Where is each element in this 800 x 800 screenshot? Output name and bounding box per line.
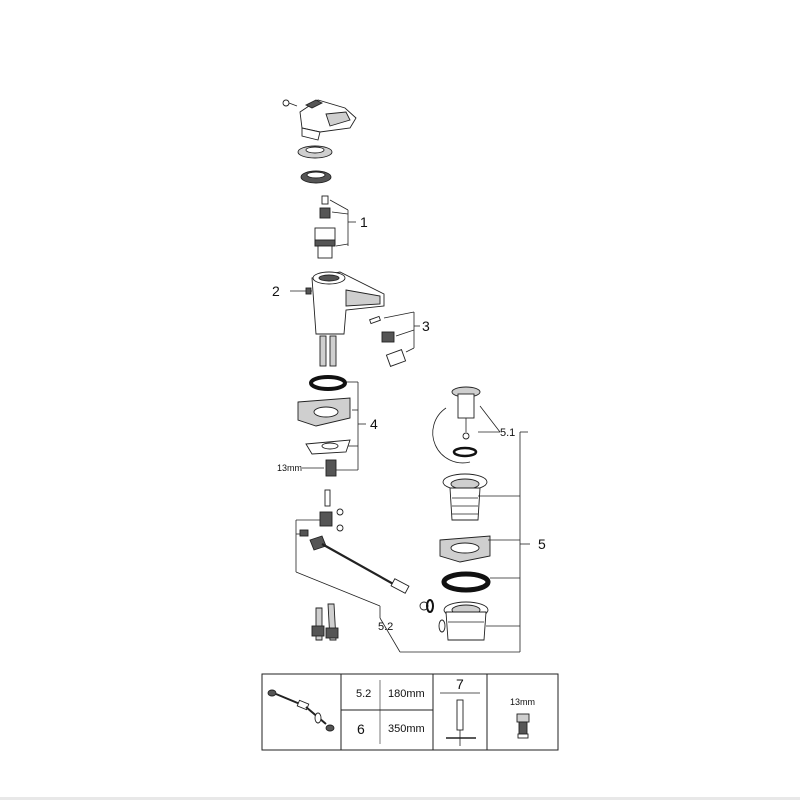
table-row1-label: 5.2 [356, 688, 371, 700]
aerator-set [369, 311, 420, 367]
table-nut-drawing [516, 713, 530, 739]
table-hose-drawing [267, 689, 335, 732]
lever-handle [299, 99, 357, 141]
cover-cap [297, 145, 333, 159]
waste-bracket [379, 431, 530, 653]
wrench-size-label: 13mm [277, 463, 302, 473]
callout-1: 1 [360, 214, 368, 230]
table-row2-value: 350mm [388, 723, 425, 735]
body-hoses [319, 335, 337, 367]
parts-table [261, 673, 559, 751]
cartridge-set [314, 195, 356, 259]
connection-hoses [311, 603, 339, 641]
callout-5-1: 5.1 [500, 427, 515, 439]
callout-3: 3 [422, 318, 430, 334]
faucet-body [290, 271, 385, 335]
callout-2: 2 [272, 283, 280, 299]
table-nut-size: 13mm [510, 697, 535, 707]
waste-gasket [439, 535, 491, 563]
table-row2-label: 6 [357, 721, 365, 737]
locking-ring [300, 170, 332, 184]
popup-linkage [295, 489, 434, 618]
waste-body-nut [438, 601, 489, 641]
callout-4: 4 [370, 416, 378, 432]
table-tool-drawing [446, 699, 476, 746]
waste-seal [452, 446, 478, 458]
table-row1-value: 180mm [388, 688, 425, 700]
waste-ring [441, 571, 491, 593]
table-tool-label: 7 [456, 676, 464, 692]
mounting-set [297, 375, 366, 477]
top-screw [282, 99, 298, 107]
footer-divider [0, 797, 800, 800]
callout-5: 5 [538, 536, 546, 552]
plug-detail-circle [432, 405, 501, 464]
popup-plug [451, 386, 481, 440]
waste-flange [442, 473, 488, 521]
